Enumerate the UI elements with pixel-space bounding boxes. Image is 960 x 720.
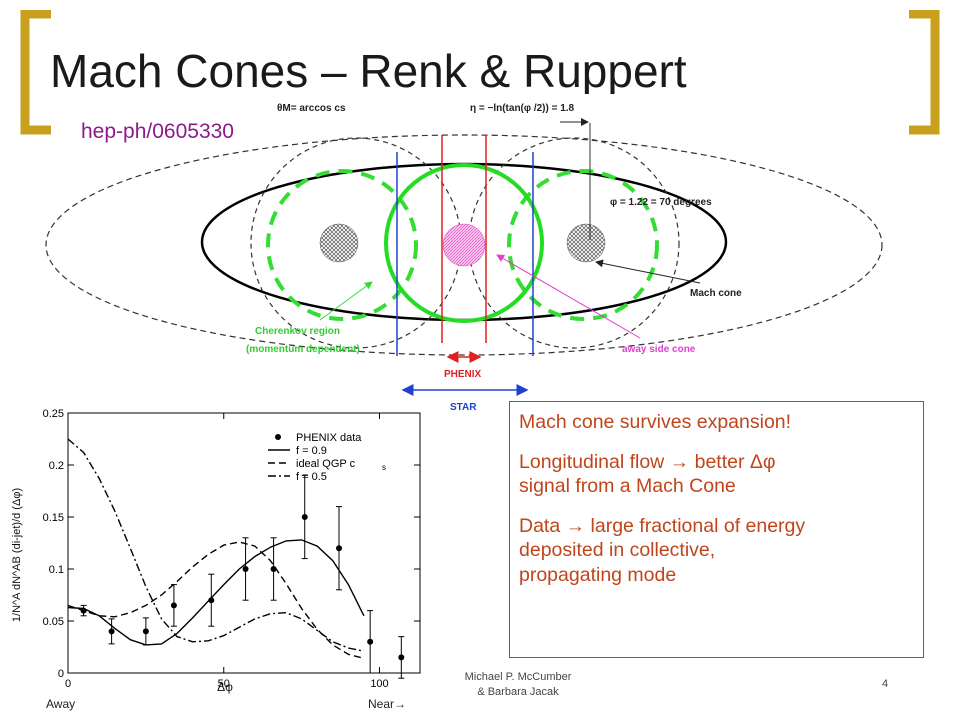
y-tick-label: 0.05 <box>43 616 64 628</box>
phenix-label: PHENIX <box>444 369 482 380</box>
callout-line-2b: signal from a Mach Cone <box>519 475 736 497</box>
page-number: 4 <box>882 678 889 690</box>
x-axis-label: Δφ <box>217 680 233 694</box>
footer-author-line1: Michael P. McCumber <box>464 671 572 683</box>
right-jet-spot <box>566 223 606 263</box>
phi-label: φ = 1.22 = 70 degrees <box>610 197 712 208</box>
data-point <box>301 514 308 520</box>
summary-callout: Mach cone survives expansion! Longitudin… <box>509 401 924 658</box>
data-point <box>142 628 149 635</box>
center-jet-spot <box>442 223 486 267</box>
near-label: Near→ <box>368 697 407 711</box>
callout-line-3c: propagating mode <box>519 563 677 586</box>
data-point <box>336 545 343 552</box>
arxiv-reference: hep-ph/0605330 <box>81 120 234 143</box>
data-point <box>170 602 177 609</box>
footer-author: Michael P. McCumber & Barbara Jacak <box>438 670 598 700</box>
left-bracket <box>20 10 51 135</box>
y-tick-label: 0.15 <box>43 512 64 524</box>
y-axis-label: 1/N^A dN^AB (di-jet)/d (Δφ) <box>11 488 23 622</box>
y-tick-label: 0 <box>58 668 64 680</box>
data-point <box>367 638 374 645</box>
legend-subscript: s <box>382 463 386 472</box>
green-solid-circle <box>384 163 544 323</box>
away-label: Away <box>46 697 76 711</box>
away-side-label: away side cone <box>622 344 696 355</box>
legend-label: f = 0.9 <box>296 445 327 457</box>
series-line-dashdot <box>67 438 365 652</box>
data-point <box>398 654 405 661</box>
mach-cone-label: Mach cone <box>690 288 742 299</box>
mach-cone-diagram: θM= arccos cs η = −ln(tan(φ /2)) = 1.8 φ… <box>45 103 883 410</box>
y-tick-label: 0.25 <box>43 408 64 420</box>
legend-label: PHENIX data <box>296 432 362 444</box>
right-dashed-circle <box>468 137 680 349</box>
data-point <box>242 566 249 572</box>
left-jet-spot <box>319 223 359 263</box>
legend-label: ideal QGP c <box>296 458 356 470</box>
legend-label: f = 0.5 <box>296 471 327 483</box>
y-tick-label: 0.1 <box>49 564 64 576</box>
star-label: STAR <box>450 402 477 410</box>
callout-line-3a: Data → large fractional of energy <box>519 514 806 537</box>
cherenkov-label: Cherenkov region <box>255 326 340 337</box>
series-line-dashed <box>67 541 365 660</box>
data-point <box>108 628 115 635</box>
callout-line-3b: deposited in collective, <box>519 539 716 561</box>
series-line-solid <box>67 539 365 646</box>
x-tick-label: 0 <box>65 678 71 690</box>
left-green-dashed-circle <box>266 169 418 321</box>
x-tick-label: 100 <box>370 678 388 690</box>
callout-line-1: Mach cone survives expansion! <box>519 411 792 433</box>
right-bracket <box>909 10 940 135</box>
right-green-dashed-circle <box>507 169 659 321</box>
theta-label: θM= arccos cs <box>277 103 346 114</box>
title-overlap-mask <box>40 94 880 120</box>
correlation-plot: 1/N^A dN^AB (di-jet)/d (Δφ) Δφ 0 50 100 0 0.… <box>11 408 421 694</box>
slide-title: Mach Cones – Renk & Ruppert <box>50 45 687 97</box>
x-tick-label: 50 <box>218 678 230 690</box>
callout-line-2a: Longitudinal flow → better Δφ <box>519 450 776 473</box>
plot-frame <box>67 412 421 674</box>
legend-marker <box>275 434 281 440</box>
eta-label: η = −ln(tan(φ /2)) = 1.8 <box>470 103 575 114</box>
y-tick-label: 0.2 <box>49 460 64 472</box>
footer-author-line2: & Barbara Jacak <box>477 686 559 698</box>
cherenkov-sublabel: (momentum dependent) <box>246 344 360 355</box>
